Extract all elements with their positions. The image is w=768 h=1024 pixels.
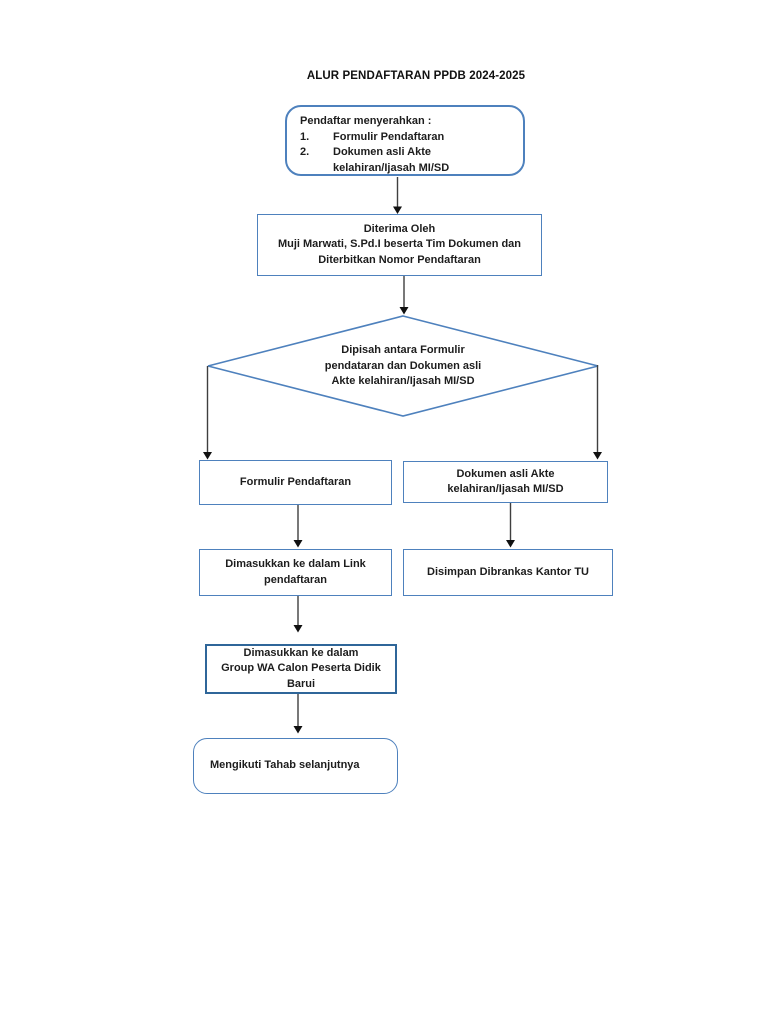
wa-group-line-3: Barui: [286, 677, 316, 690]
node-dimasukkan-link-pendaftaran: Dimasukkan ke dalam Link pendaftaran: [199, 549, 392, 596]
received-line-3: Diterbitkan Nomor Pendaftaran: [318, 253, 481, 266]
node-diterima-oleh: Diterima Oleh Muji Marwati, S.Pd.I beser…: [257, 214, 542, 276]
next-step-line-1: Mengikuti Tahab selanjutnya: [210, 759, 360, 772]
list-number-2: 2.: [300, 146, 310, 158]
flow-arrow-start-to-received: [393, 177, 402, 214]
start-list-item-2: 2. Dokumen asli Akte: [300, 145, 515, 161]
doc-branch-line-2: kelahiran/Ijasah MI/SD: [447, 483, 564, 495]
decision-diamond-shape: [207, 315, 599, 417]
wa-group-line-2: Group WA Calon Peserta Didik: [221, 662, 381, 675]
flow-arrow-received-to-decision: [399, 276, 409, 315]
flow-arrow-decision-to-doc: [593, 365, 602, 460]
start-list-item-1: 1. Formulir Pendaftaran: [300, 130, 515, 146]
node-dokumen-asli-akte: Dokumen asli Akte kelahiran/Ijasah MI/SD: [403, 461, 608, 503]
flow-arrow-link-to-wagroup: [293, 596, 303, 633]
list-number-1: 1.: [300, 130, 310, 143]
decision-line-3: Akte kelahiran/Ijasah MI/SD: [331, 375, 475, 387]
flow-arrow-doc-to-safe: [506, 503, 515, 548]
list-item-2-continuation: kelahiran/Ijasah MI/SD: [333, 161, 450, 174]
flow-arrow-decision-to-form: [203, 366, 212, 460]
link-entry-line-1: Dimasukkan ke dalam Link: [225, 558, 366, 570]
decision-line-1: Dipisah antara Formulir: [341, 344, 465, 356]
list-item-1-text: Formulir Pendaftaran: [333, 130, 445, 143]
safe-storage-line-1: Disimpan Dibrankas Kantor TU: [427, 565, 589, 578]
node-group-wa-calon-peserta: Dimasukkan ke dalam Group WA Calon Peser…: [205, 644, 397, 694]
wa-group-line-1: Dimasukkan ke dalam: [243, 646, 359, 659]
link-entry-line-2: pendaftaran: [264, 573, 327, 586]
flow-arrow-wagroup-to-next: [293, 694, 303, 734]
list-item-2-text: Dokumen asli Akte: [333, 146, 432, 158]
node-formulir-pendaftaran: Formulir Pendaftaran: [199, 460, 392, 505]
node-decision-dipisah: Dipisah antara Formulir pendataran dan D…: [283, 343, 523, 390]
page-title: ALUR PENDAFTARAN PPDB 2024-2025: [306, 70, 526, 82]
received-line-2: Muji Marwati, S.Pd.I beserta Tim Dokumen…: [277, 238, 522, 251]
received-line-1: Diterima Oleh: [363, 222, 436, 235]
doc-branch-line-1: Dokumen asli Akte: [456, 467, 555, 480]
decision-line-2: pendataran dan Dokumen asli: [324, 359, 482, 372]
node-start-pendaftar-menyerahkan: Pendaftar menyerahkan : 1. Formulir Pend…: [285, 105, 525, 176]
form-branch-line-1: Formulir Pendaftaran: [239, 475, 352, 488]
node-disimpan-brankas: Disimpan Dibrankas Kantor TU: [403, 549, 613, 596]
start-intro-line: Pendaftar menyerahkan :: [300, 115, 432, 127]
node-mengikuti-tahab-selanjutnya: Mengikuti Tahab selanjutnya: [193, 738, 398, 794]
flow-arrow-form-to-link: [293, 505, 303, 548]
